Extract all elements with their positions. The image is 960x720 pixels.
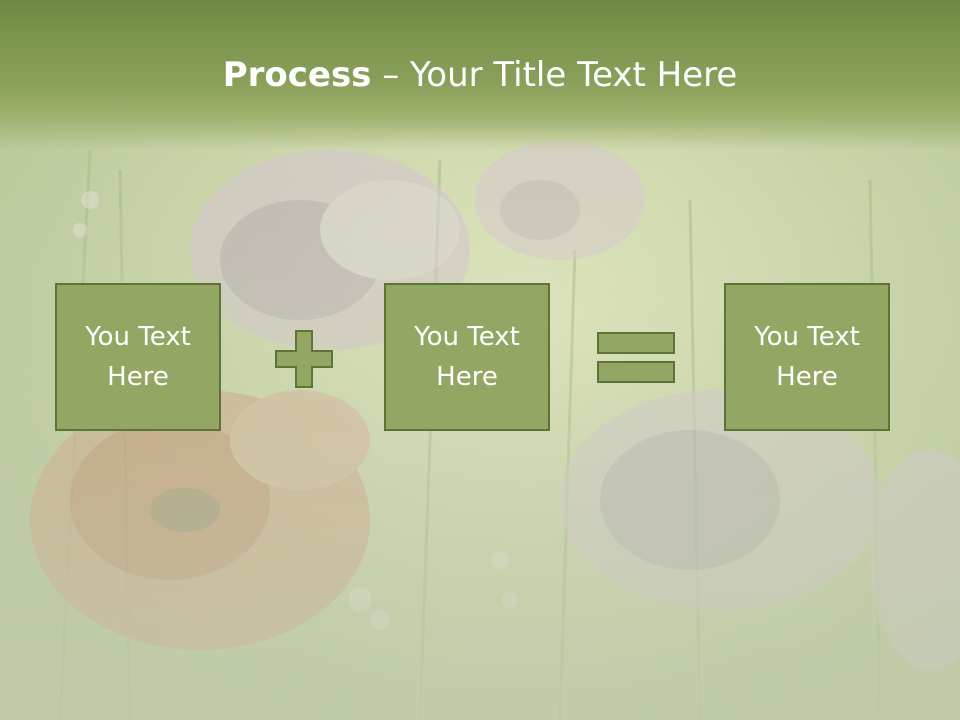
process-box-1[interactable]: You Text Here xyxy=(55,283,221,431)
title-bold: Process xyxy=(222,55,372,95)
process-box-3[interactable]: You Text Here xyxy=(724,283,890,431)
title-rest: – Your Title Text Here xyxy=(371,55,738,95)
plus-icon xyxy=(274,329,334,389)
equals-icon xyxy=(596,331,676,385)
slide-title: Process – Your Title Text Here xyxy=(0,50,960,100)
process-box-2[interactable]: You Text Here xyxy=(384,283,550,431)
title-bar xyxy=(0,0,960,150)
